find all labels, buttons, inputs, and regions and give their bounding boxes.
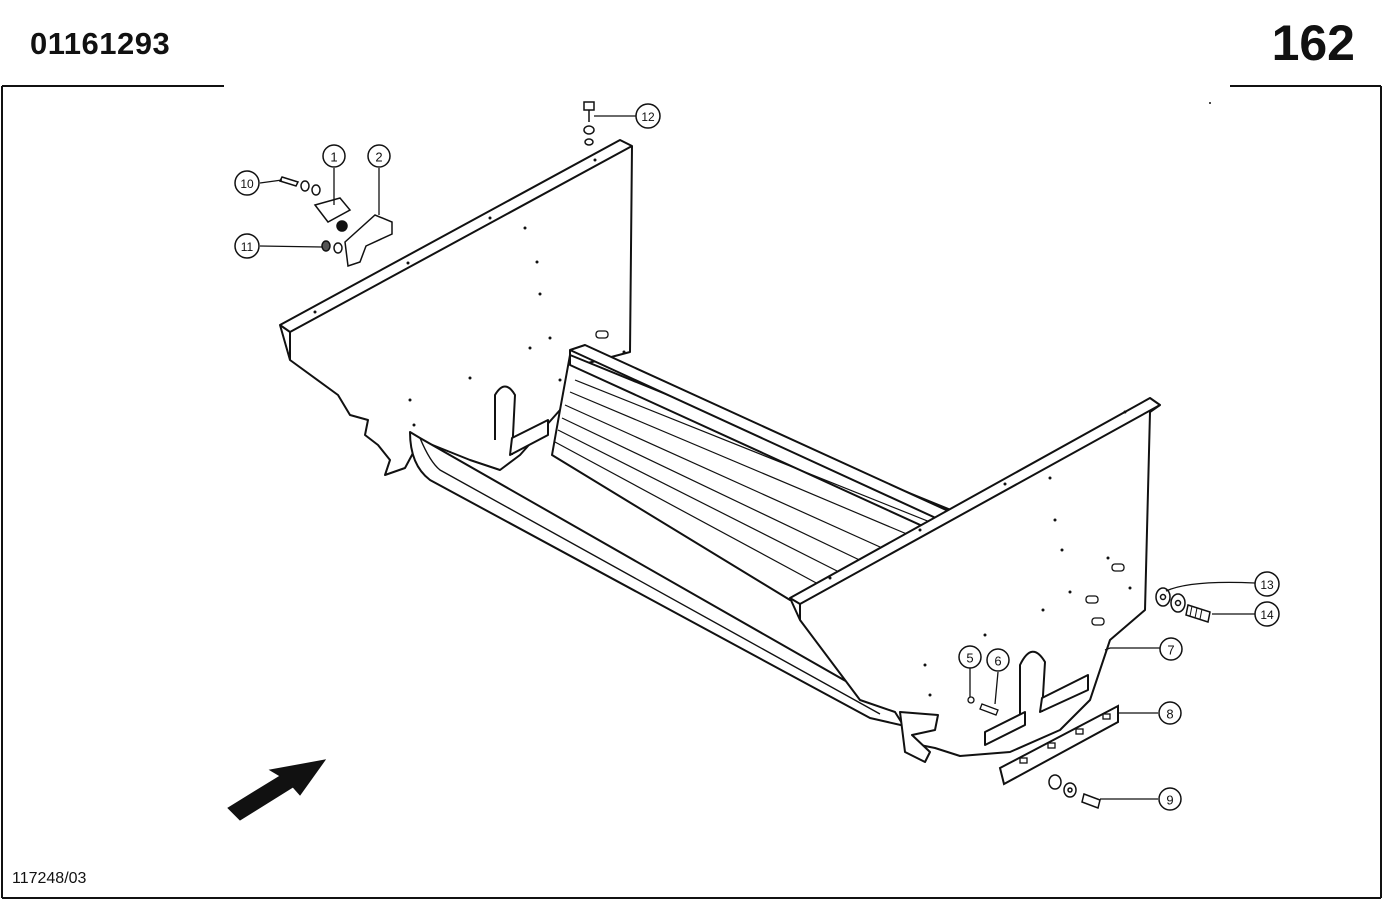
part-12-hardware	[583, 101, 595, 146]
page-number: 162	[1271, 15, 1355, 71]
callout-label-10: 10	[240, 177, 254, 191]
callout-8	[1158, 701, 1182, 725]
callout-13	[1254, 571, 1280, 597]
callout-14	[1254, 601, 1280, 627]
callout-6	[986, 648, 1010, 672]
callout-label-9: 9	[1166, 793, 1173, 808]
callout-label-2: 2	[375, 150, 382, 165]
part-number-title: 01161293	[30, 26, 171, 61]
drawing-reference: 117248/03	[12, 870, 87, 887]
callout-11	[234, 233, 260, 259]
callout-label-11: 11	[241, 240, 254, 254]
callout-label-13: 13	[1260, 578, 1274, 592]
callout-label-7: 7	[1167, 643, 1174, 658]
callout-9	[1158, 787, 1182, 811]
callout-10	[234, 170, 260, 196]
callout-label-5: 5	[966, 651, 973, 666]
part-8-strip	[998, 704, 1119, 786]
page-frame	[1, 85, 1382, 899]
part-13-14-hardware	[1155, 587, 1211, 623]
callout-5	[958, 645, 982, 669]
callout-labels: 1 2 5 6 7 8 9 10 11 12 13 14	[240, 110, 1274, 808]
part-9-hardware	[1048, 774, 1101, 809]
right-plate-slot	[1019, 650, 1046, 718]
callout-label-1: 1	[330, 150, 337, 165]
callout-circles	[234, 103, 1280, 811]
callout-2	[367, 144, 391, 168]
frame-assembly	[279, 139, 1161, 763]
mounting-bracket	[899, 711, 939, 763]
callout-label-14: 14	[1260, 608, 1274, 622]
callout-label-12: 12	[641, 110, 655, 124]
callout-1	[322, 144, 346, 168]
part-1-2-10-11-hardware	[278, 176, 393, 268]
plate-holes	[313, 158, 1132, 697]
callout-7	[1159, 637, 1183, 661]
direction-arrow-icon	[227, 759, 327, 821]
callout-12	[635, 103, 661, 129]
callout-label-8: 8	[1166, 707, 1173, 722]
callout-label-6: 6	[994, 654, 1001, 669]
left-plate-slot	[494, 385, 516, 456]
leader-lines	[259, 115, 1256, 800]
part-5-6-hardware	[967, 696, 999, 716]
